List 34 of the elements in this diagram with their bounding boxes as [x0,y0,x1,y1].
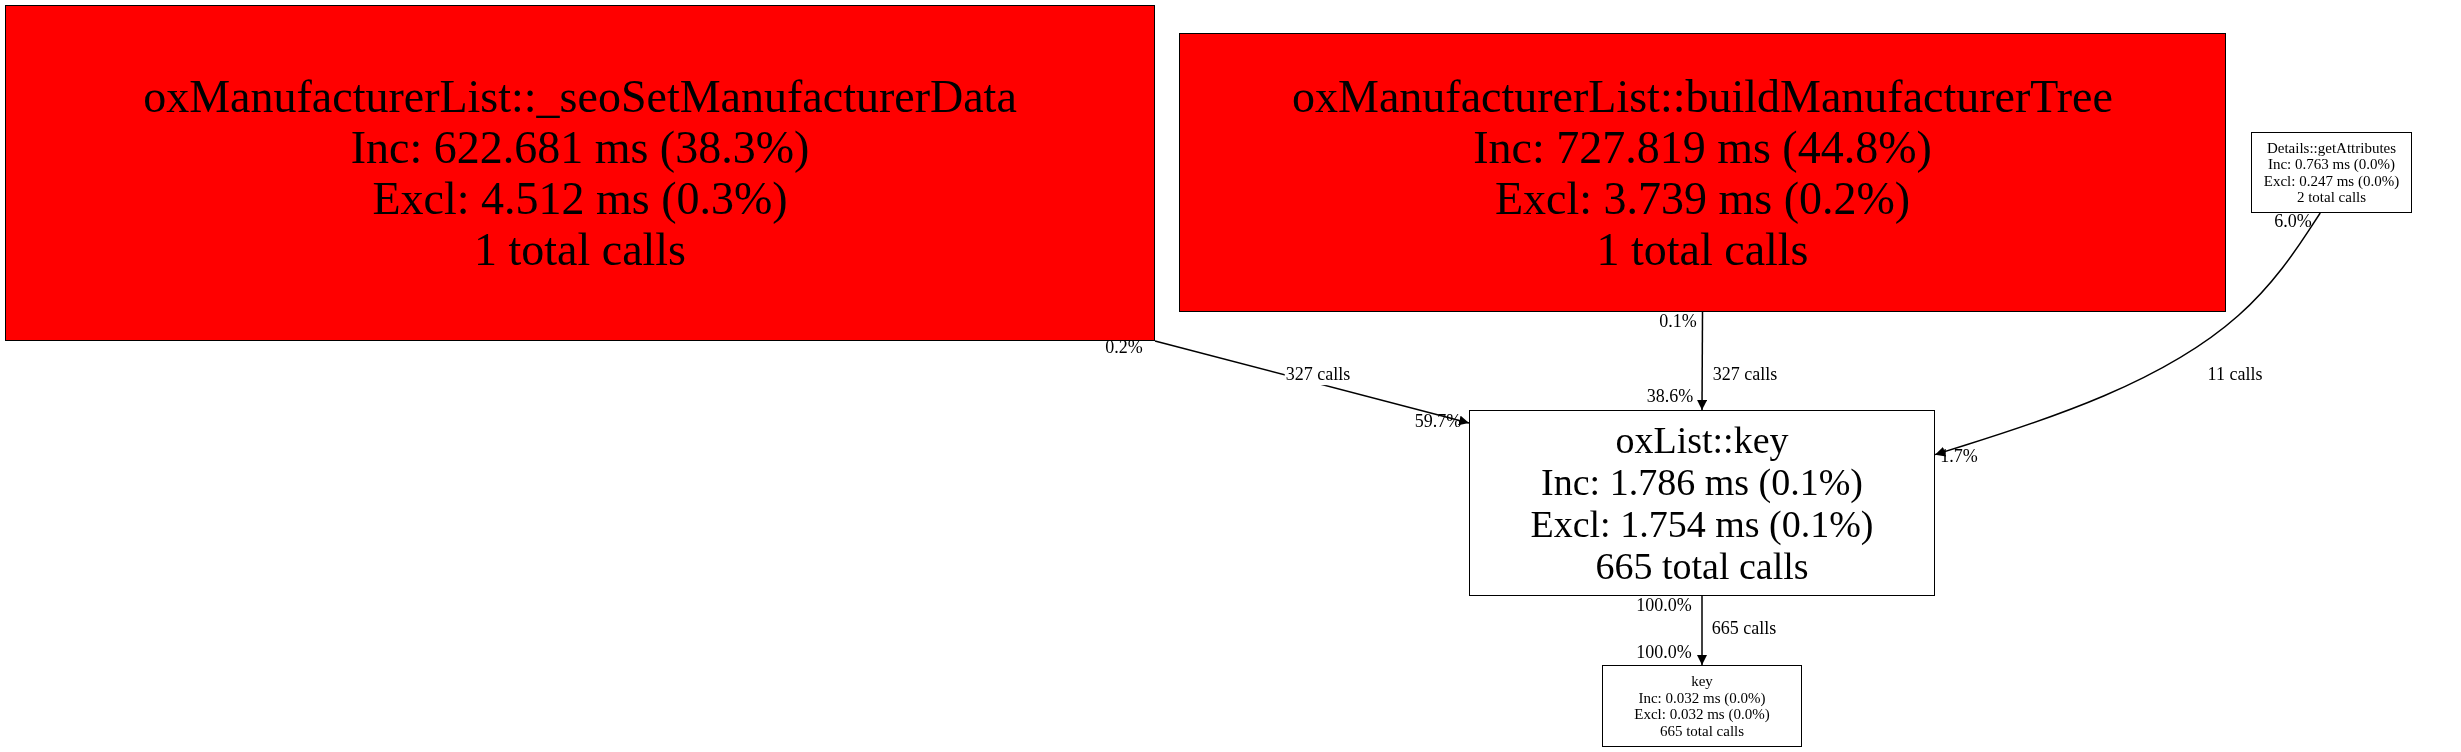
percent-label: 6.0% [2273,212,2313,232]
stat-text: Excl: 1.754 ms (0.1%) [1530,503,1874,545]
stat-text: 1 total calls [473,224,687,275]
stat-text: Excl: 0.032 ms (0.0%) [1634,706,1770,723]
percent-label: 100.0% [1635,596,1693,616]
stat-text: Excl: 4.512 ms (0.3%) [372,173,788,224]
arrow [1697,595,1707,666]
percent-label: 38.6% [1645,387,1695,407]
function-name: oxManufacturerList::buildManufacturerTree [1292,70,2113,122]
function-name: Details::getAttributes [2266,139,2397,156]
function-box [2251,132,2412,213]
function-name: oxList::key [1615,419,1789,461]
stat-text: Inc: 0.032 ms (0.0%) [1638,689,1766,706]
edge-label: 327 calls [1284,365,1352,385]
stat-text: Inc: 622.681 ms (38.3%) [350,122,810,173]
function-name: oxManufacturerList::_seoSetManufacturerData [143,71,1017,122]
stat-text: Inc: 0.763 ms (0.0%) [2267,156,2396,173]
stat-text: 1 total calls [1596,223,1809,275]
function-name: key [1691,673,1713,690]
percent-label: 100.0% [1635,643,1693,663]
arrow [1934,212,2321,457]
stat-text: 2 total calls [2296,189,2367,206]
stat-text: Excl: 0.247 ms (0.0%) [2263,172,2400,189]
function-box [1602,665,1802,747]
stat-text: 665 total calls [1659,722,1745,739]
stat-text: Excl: 3.739 ms (0.2%) [1494,172,1911,224]
stat-text: Inc: 1.786 ms (0.1%) [1541,461,1863,503]
arrow [1697,311,1708,411]
percent-label: 0.1% [1658,312,1698,332]
function-box [5,5,1155,341]
stat-text: 665 total calls [1595,545,1809,587]
function-box [1179,33,2226,312]
function-box [1469,410,1935,596]
stat-text: Inc: 727.819 ms (44.8%) [1473,121,1932,173]
